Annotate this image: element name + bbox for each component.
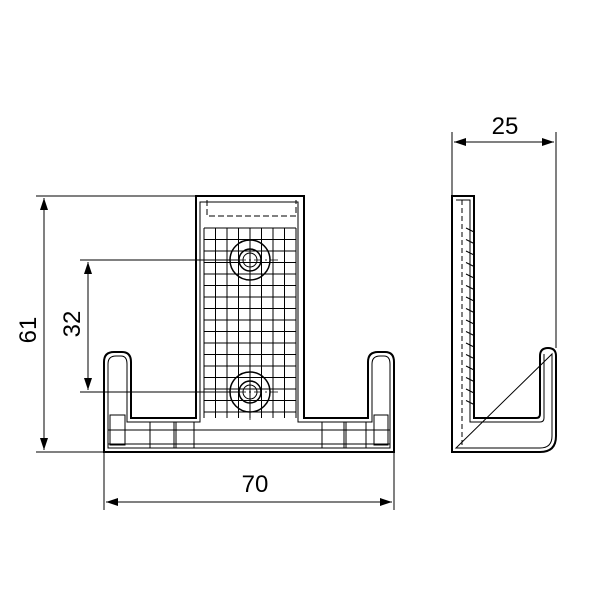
- side-tick: [465, 262, 475, 267]
- side-tick: [465, 319, 475, 325]
- side-view: [451, 195, 557, 453]
- front-view: [103, 195, 395, 453]
- hook-base-outline: [103, 195, 395, 453]
- plate-grid-pattern: [203, 227, 297, 418]
- hook-side-outline: [451, 195, 557, 453]
- side-tick: [465, 400, 475, 405]
- side-tick: [465, 308, 475, 313]
- dimension-label-25: 25: [492, 113, 519, 140]
- dimension-width: 70: [103, 452, 395, 510]
- base-segments: [109, 414, 389, 449]
- side-grid-ticks: [465, 227, 475, 405]
- side-tick: [465, 388, 475, 394]
- dimension-hole-spacing: 32: [59, 259, 238, 393]
- hook-inner-outline: [107, 201, 391, 449]
- side-tick: [465, 285, 475, 290]
- side-tick: [465, 331, 475, 336]
- dimension-label-61: 61: [15, 317, 42, 344]
- side-tick: [465, 354, 475, 359]
- hidden-line-top: [206, 200, 297, 217]
- hook-side-inner: [454, 199, 553, 449]
- side-tick: [465, 365, 475, 371]
- dimension-label-32: 32: [59, 311, 86, 338]
- side-tick: [465, 227, 475, 233]
- side-tick: [465, 296, 475, 302]
- dimension-height: 61: [15, 195, 196, 453]
- side-tick: [465, 342, 475, 348]
- side-tick: [465, 250, 475, 256]
- dimension-label-70: 70: [242, 471, 269, 498]
- side-tick: [465, 239, 475, 244]
- dimension-depth: 25: [451, 113, 557, 348]
- side-tick: [465, 377, 475, 382]
- side-tick: [465, 273, 475, 279]
